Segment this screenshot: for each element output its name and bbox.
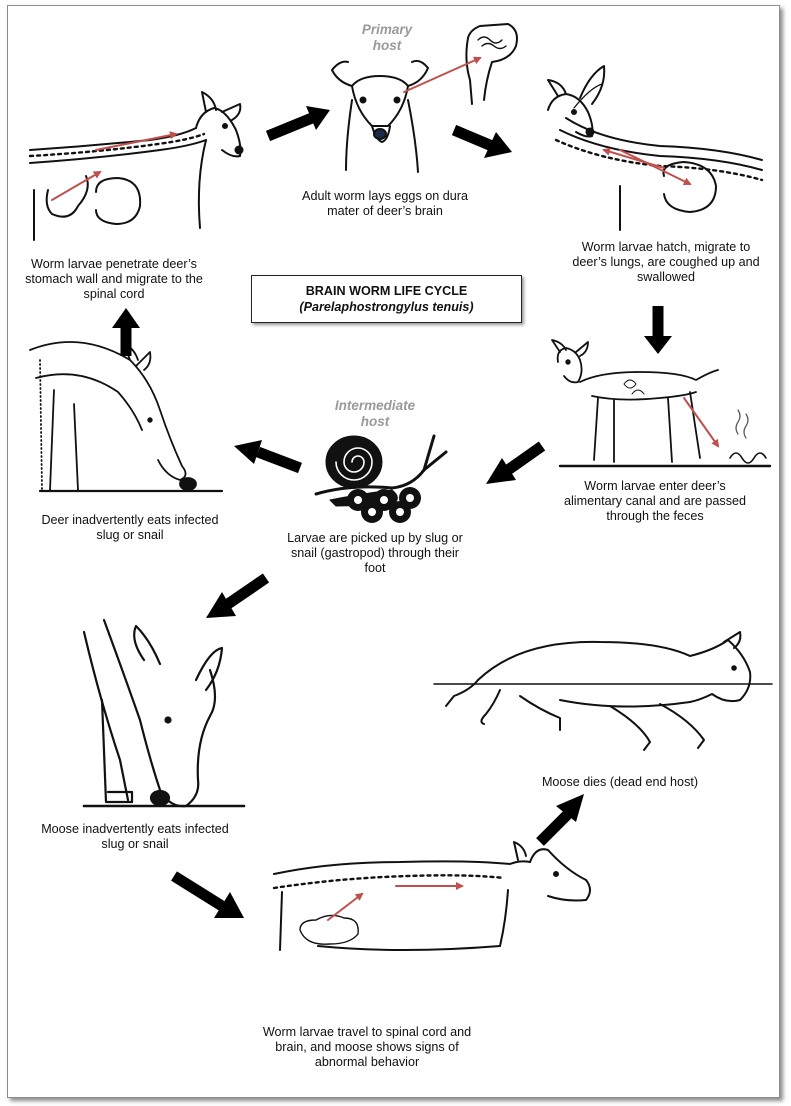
arrow-to-moose-dies	[540, 794, 584, 842]
arrow-to-primary-host	[268, 106, 330, 136]
caption-larvae-passed-feces: Worm larvae enter deer’s alimentary cana…	[555, 479, 755, 524]
fawn-feces-illustration	[552, 340, 770, 466]
title-box: BRAIN WORM LIFE CYCLE (Parelaphostrongyl…	[251, 275, 522, 323]
arrow-to-deer-stomach	[112, 308, 140, 356]
arrow-to-alimentary	[644, 306, 672, 354]
arrow-to-snail	[486, 446, 542, 484]
moose-abnormal-behavior-illustration	[274, 842, 590, 950]
dead-moose-illustration	[434, 632, 772, 750]
arrow-to-lungs	[454, 130, 512, 158]
caption-moose-eats-snail: Moose inadvertently eats infected slug o…	[40, 822, 230, 852]
caption-moose-dies: Moose dies (dead end host)	[520, 775, 720, 790]
intermediate-host-snail-illustration	[316, 436, 446, 523]
moose-eating-snail-illustration	[84, 620, 244, 806]
diagram-subtitle: (Parelaphostrongylus tenuis)	[252, 299, 521, 315]
deer-eating-snail-illustration	[30, 342, 222, 491]
caption-picked-up-by-gastropod: Larvae are picked up by slug or snail (g…	[280, 531, 470, 576]
deer-spinal-migration-illustration	[30, 92, 243, 240]
intermediate-host-label: Intermediate host	[330, 398, 420, 430]
arrow-to-deer-eating	[234, 440, 300, 468]
caption-larvae-hatch-lungs: Worm larvae hatch, migrate to deer’s lun…	[566, 240, 766, 285]
caption-moose-abnormal-behavior: Worm larvae travel to spinal cord and br…	[262, 1025, 472, 1070]
caption-deer-eats-snail: Deer inadvertently eats infected slug or…	[40, 513, 220, 543]
caption-larvae-penetrate-stomach: Worm larvae penetrate deer’s stomach wal…	[14, 257, 214, 302]
deer-lungs-migration-illustration	[548, 66, 762, 230]
caption-adult-worm-lays-eggs: Adult worm lays eggs on dura mater of de…	[290, 189, 480, 219]
arrow-to-moose-eating	[206, 578, 266, 618]
diagram-title: BRAIN WORM LIFE CYCLE	[252, 283, 521, 299]
arrow-to-moose-spinal	[174, 876, 244, 918]
primary-host-label: Primary host	[360, 22, 414, 54]
